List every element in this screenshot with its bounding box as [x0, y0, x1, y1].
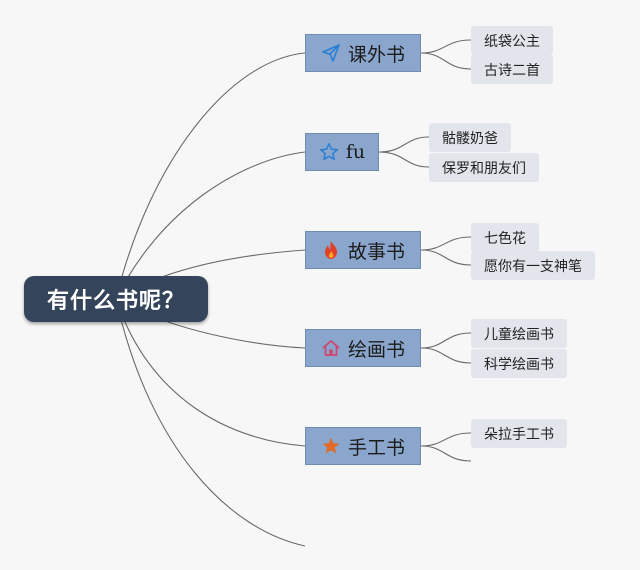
connector-branch-1-leaf-1 [420, 39, 472, 54]
connector-branch-1-leaf-2 [420, 52, 472, 70]
branch-topic-1[interactable]: 课外书 [305, 34, 421, 72]
root-topic-label: 有什么书呢？ [46, 289, 185, 314]
branch-topic-5[interactable]: 手工书 [305, 427, 421, 465]
leaf-topic-label: 骷髅奶爸 [442, 130, 498, 147]
star-filled-icon [321, 436, 341, 456]
connector-root-branch-2 [115, 151, 306, 300]
connector-branch-4-leaf-2 [420, 347, 472, 364]
leaf-topic[interactable]: 骷髅奶爸 [429, 123, 511, 152]
branch-topic-4[interactable]: 绘画书 [305, 329, 421, 367]
connector-branch-4-leaf-1 [420, 332, 472, 349]
leaf-topic[interactable]: 儿童绘画书 [471, 319, 567, 348]
root-topic[interactable]: 有什么书呢？ [24, 276, 208, 322]
connector-branch-5-leaf-2 [420, 445, 472, 462]
leaf-topic-label: 朵拉手工书 [484, 426, 554, 443]
connector-branch-2-leaf-1 [378, 136, 430, 153]
connector-root-branch-6 [115, 298, 306, 547]
branch-topic-5-label: 手工书 [347, 436, 405, 459]
leaf-topic-label: 纸袋公主 [484, 33, 540, 50]
connector-branch-3-leaf-1 [420, 236, 472, 251]
leaf-topic-label: 科学绘画书 [484, 356, 554, 373]
star-outline-icon [319, 142, 339, 162]
branch-topic-1-label: 课外书 [347, 43, 405, 66]
leaf-topic-label: 愿你有一支神笔 [484, 258, 582, 275]
connector-root-branch-1 [115, 52, 306, 300]
leaf-topic[interactable]: 古诗二首 [471, 55, 553, 84]
connector-branch-2-leaf-2 [378, 151, 430, 168]
connector-branch-3-leaf-2 [420, 249, 472, 266]
leaf-topic-label: 保罗和朋友们 [442, 160, 526, 177]
leaf-topic[interactable]: 科学绘画书 [471, 349, 567, 378]
branch-topic-3[interactable]: 故事书 [305, 231, 421, 269]
connector-root-branch-5 [115, 298, 306, 447]
branch-topic-2[interactable]: fu [305, 133, 379, 171]
leaf-topic-label: 古诗二首 [484, 62, 540, 79]
leaf-topic-label: 七色花 [484, 230, 526, 247]
house-icon [321, 338, 341, 358]
leaf-topic[interactable]: 七色花 [471, 223, 539, 252]
paper-plane-icon [321, 43, 341, 63]
connector-branch-5-leaf-1 [420, 432, 472, 447]
leaf-topic[interactable]: 纸袋公主 [471, 26, 553, 55]
branch-topic-2-label: fu [345, 141, 366, 163]
flame-icon [321, 240, 341, 260]
branch-topic-3-label: 故事书 [347, 240, 405, 263]
leaf-topic[interactable]: 朵拉手工书 [471, 419, 567, 448]
leaf-topic[interactable]: 愿你有一支神笔 [471, 251, 595, 280]
leaf-topic[interactable]: 保罗和朋友们 [429, 153, 539, 182]
branch-topic-4-label: 绘画书 [347, 338, 405, 361]
leaf-topic-label: 儿童绘画书 [484, 326, 554, 343]
